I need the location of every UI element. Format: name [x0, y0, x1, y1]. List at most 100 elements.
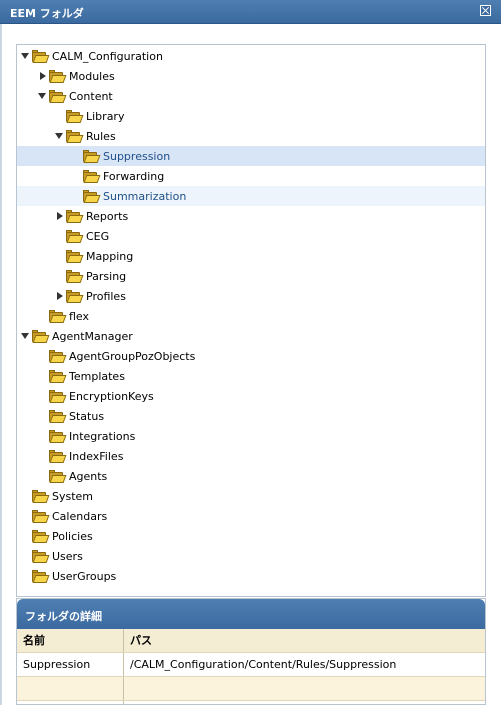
tree-node[interactable]: Summarization — [70, 186, 186, 206]
tree-node-label: CEG — [86, 229, 110, 243]
folder-icon — [32, 490, 50, 503]
close-icon[interactable] — [480, 5, 491, 16]
tree-row[interactable]: flex — [17, 306, 485, 326]
folder-icon — [49, 470, 67, 483]
tree-row[interactable]: Templates — [17, 366, 485, 386]
folder-icon — [66, 250, 84, 263]
tree-row[interactable]: System — [17, 486, 485, 506]
tree-node[interactable]: Profiles — [53, 286, 126, 306]
tree-node[interactable]: AgentManager — [19, 326, 133, 346]
tree-row[interactable]: Mapping — [17, 246, 485, 266]
tree-node-label: Suppression — [103, 149, 171, 163]
table-row[interactable] — [17, 677, 485, 701]
collapsed-arrow-icon[interactable] — [53, 286, 66, 306]
collapsed-arrow-icon[interactable] — [36, 66, 49, 86]
tree-node[interactable]: CEG — [53, 226, 109, 246]
tree-spacer — [53, 226, 66, 246]
tree-node[interactable]: Mapping — [53, 246, 133, 266]
tree-spacer — [19, 546, 32, 566]
tree-spacer — [19, 566, 32, 586]
tree-row[interactable]: Calendars — [17, 506, 485, 526]
collapsed-arrow-icon[interactable] — [53, 206, 66, 226]
tree-node[interactable]: Templates — [36, 366, 125, 386]
tree-node[interactable]: Reports — [53, 206, 128, 226]
folder-icon — [83, 190, 101, 203]
tree-node[interactable]: Calendars — [19, 506, 107, 526]
tree-node[interactable]: Integrations — [36, 426, 135, 446]
tree-row[interactable]: EncryptionKeys — [17, 386, 485, 406]
tree-row[interactable]: Users — [17, 546, 485, 566]
column-header-path[interactable]: パス — [130, 634, 152, 647]
tree-node-label: Forwarding — [103, 169, 165, 183]
tree-node-label: Content — [69, 89, 113, 103]
tree-row[interactable]: Library — [17, 106, 485, 126]
expanded-arrow-icon[interactable] — [36, 86, 49, 106]
tree-row[interactable]: UserGroups — [17, 566, 485, 586]
tree-row[interactable]: Status — [17, 406, 485, 426]
tree-node[interactable]: EncryptionKeys — [36, 386, 154, 406]
cell-name — [17, 677, 124, 700]
tree-node[interactable]: Rules — [53, 126, 116, 146]
tree-node[interactable]: Library — [53, 106, 124, 126]
tree-spacer — [36, 306, 49, 326]
tree-row[interactable]: Parsing — [17, 266, 485, 286]
tree-node[interactable]: Policies — [19, 526, 93, 546]
tree-node[interactable]: IndexFiles — [36, 446, 123, 466]
tree-node[interactable]: Users — [19, 546, 83, 566]
tree-row[interactable]: Integrations — [17, 426, 485, 446]
tree-node[interactable]: Modules — [36, 66, 115, 86]
folder-icon — [32, 50, 50, 63]
tree-node[interactable]: Parsing — [53, 266, 126, 286]
tree-row[interactable]: Summarization — [17, 186, 485, 206]
tree-spacer — [70, 166, 83, 186]
tree-row[interactable]: Reports — [17, 206, 485, 226]
folder-icon — [66, 290, 84, 303]
folder-icon — [32, 530, 50, 543]
tree-row[interactable]: IndexFiles — [17, 446, 485, 466]
folder-icon — [49, 90, 67, 103]
window-title: EEM フォルダ — [10, 7, 84, 20]
tree-spacer — [19, 506, 32, 526]
tree-row[interactable]: Content — [17, 86, 485, 106]
tree-node[interactable]: System — [19, 486, 93, 506]
tree-row[interactable]: CEG — [17, 226, 485, 246]
folder-icon — [32, 570, 50, 583]
tree-spacer — [53, 246, 66, 266]
tree-row[interactable]: AgentGroupPozObjects — [17, 346, 485, 366]
expanded-arrow-icon[interactable] — [19, 46, 32, 66]
folder-icon — [49, 70, 67, 83]
tree-node[interactable]: Forwarding — [70, 166, 164, 186]
tree-row[interactable]: Agents — [17, 466, 485, 486]
tree-row[interactable]: Rules — [17, 126, 485, 146]
folder-icon — [49, 450, 67, 463]
tree-node-label: System — [52, 489, 94, 503]
folder-details-header: フォルダの詳細 — [17, 599, 485, 629]
tree-row[interactable]: Suppression — [17, 146, 485, 166]
folder-icon — [66, 110, 84, 123]
tree-node[interactable]: Status — [36, 406, 104, 426]
cell-name: Suppression — [17, 653, 124, 676]
tree-row[interactable]: Policies — [17, 526, 485, 546]
folder-icon — [49, 410, 67, 423]
column-header-name[interactable]: 名前 — [17, 629, 124, 652]
table-row[interactable] — [17, 701, 485, 704]
tree-node[interactable]: UserGroups — [19, 566, 116, 586]
expanded-arrow-icon[interactable] — [53, 126, 66, 146]
tree-row[interactable]: Profiles — [17, 286, 485, 306]
tree-node[interactable]: Agents — [36, 466, 107, 486]
table-row[interactable]: Suppression /CALM_Configuration/Content/… — [17, 653, 485, 677]
tree-row[interactable]: Forwarding — [17, 166, 485, 186]
tree-node[interactable]: AgentGroupPozObjects — [36, 346, 195, 366]
tree-node[interactable]: Content — [36, 86, 113, 106]
expanded-arrow-icon[interactable] — [19, 326, 32, 346]
tree-node-label: Mapping — [86, 249, 134, 263]
tree-node-label: Integrations — [69, 429, 136, 443]
tree-row[interactable]: AgentManager — [17, 326, 485, 346]
tree-row[interactable]: Modules — [17, 66, 485, 86]
tree-row[interactable]: CALM_Configuration — [17, 46, 485, 66]
tree-node-label: Users — [52, 549, 83, 563]
tree-node[interactable]: Suppression — [70, 146, 170, 166]
tree-node[interactable]: flex — [36, 306, 89, 326]
tree-node[interactable]: CALM_Configuration — [19, 46, 163, 66]
